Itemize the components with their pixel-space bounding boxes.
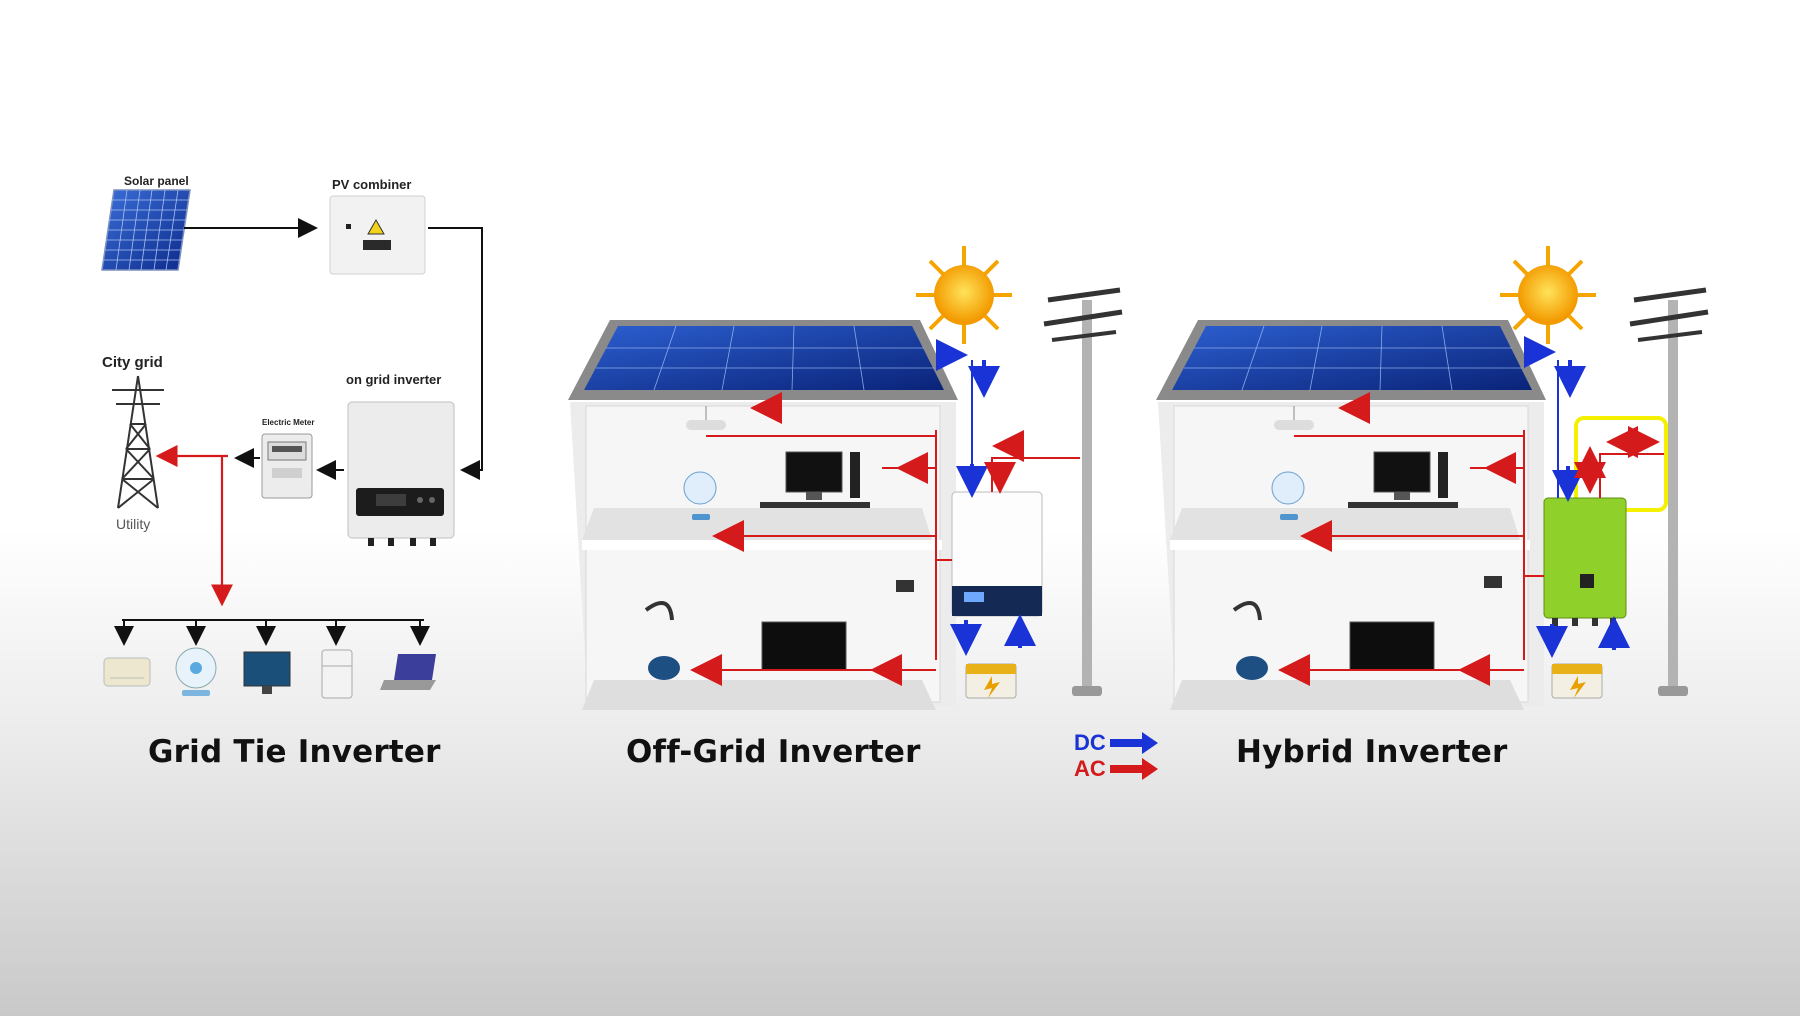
vacuum-cleaner-icon [644, 600, 680, 680]
off-grid-caption: Off-Grid Inverter [626, 734, 921, 770]
tv-icon [761, 621, 847, 671]
desk-fan-icon [683, 471, 717, 520]
computer-icon [1348, 451, 1458, 508]
battery-icon [1551, 663, 1603, 699]
on-grid-inverter-label: on grid inverter [346, 372, 442, 387]
power-tower-icon [112, 375, 164, 509]
electric-meter-icon [261, 433, 313, 499]
tv-icon [1349, 621, 1435, 671]
sun-icon [916, 246, 1012, 344]
fan-icon [175, 647, 217, 696]
legend-ac-label: AC [1074, 756, 1106, 781]
utility-pole-icon [1629, 287, 1709, 696]
legend-dc-label: DC [1074, 730, 1106, 755]
solar-panel-label: Solar panel [124, 174, 189, 188]
city-grid-label: City grid [102, 354, 163, 371]
utility-label: Utility [116, 516, 151, 532]
on-grid-inverter-icon [347, 401, 455, 546]
off-grid-inverter-icon [951, 491, 1043, 617]
hybrid-caption: Hybrid Inverter [1236, 734, 1508, 770]
solar-panel-icon [101, 189, 191, 271]
legend-dc-arrow [1110, 732, 1158, 754]
utility-pole-icon [1043, 287, 1123, 696]
air-conditioner-icon [103, 657, 151, 687]
ceiling-lamp-icon [1274, 406, 1314, 430]
pv-combiner-box-icon [329, 195, 426, 275]
hybrid-diagram [1156, 246, 1709, 710]
grid-tie-wiring [103, 218, 483, 699]
laptop-icon [380, 654, 436, 690]
pv-combiner-label: PV combiner [332, 177, 412, 192]
electric-meter-label: Electric Meter [262, 418, 315, 427]
sun-icon [1500, 246, 1596, 344]
off-grid-diagram [568, 246, 1123, 710]
hybrid-inverter-icon [1543, 497, 1627, 626]
vacuum-cleaner-icon [1232, 600, 1268, 680]
ceiling-lamp-icon [686, 406, 726, 430]
desk-fan-icon [1271, 471, 1305, 520]
monitor-icon [243, 651, 291, 694]
refrigerator-icon [321, 649, 353, 699]
battery-icon [965, 663, 1017, 699]
grid-tie-caption: Grid Tie Inverter [148, 734, 441, 770]
legend-ac-arrow [1110, 758, 1158, 780]
computer-icon [760, 451, 870, 508]
